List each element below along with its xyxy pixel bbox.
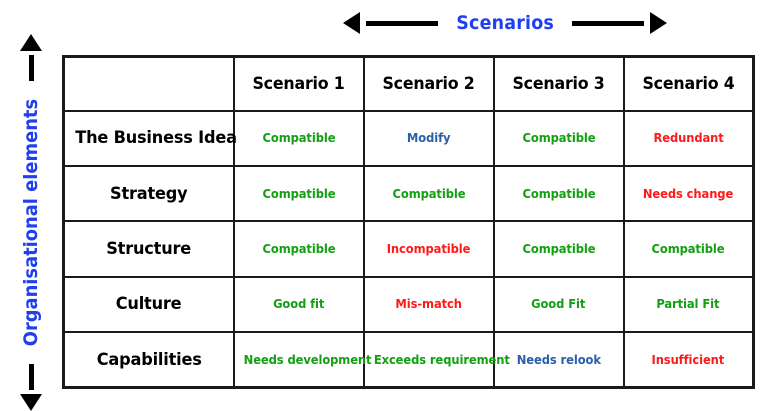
cell-value: Compatible [522,241,595,256]
arrow-up-shaft [28,54,34,81]
matrix-header-row: Scenario 1 Scenario 2 Scenario 3 Scenari… [62,55,755,112]
arrow-right-shaft [572,20,645,26]
arrow-down-shaft [28,364,34,391]
cell-culture-scenario-2: Mis-match [362,275,495,334]
arrow-left-icon [342,12,360,34]
scenarios-axis-label: Scenarios [456,12,554,34]
column-header-scenario-1-label: Scenario 1 [252,73,345,94]
row-label-text: Strategy [110,183,188,204]
matrix-corner-cell [62,55,235,112]
cell-value: Exceeds requirement [373,352,510,367]
cell-structure-scenario-1: Compatible [232,220,365,278]
table-row: Strategy Compatible Compatible Compatibl… [62,164,755,223]
cell-business-idea-scenario-4: Redundant [622,109,755,167]
cell-value: Insufficient [651,352,725,367]
row-label-text: Structure [106,238,192,259]
column-header-scenario-4: Scenario 4 [622,55,755,112]
column-header-scenario-4-label: Scenario 4 [642,73,735,94]
cell-value: Compatible [651,241,725,256]
scenarios-axis: Scenarios [330,2,680,44]
cell-business-idea-scenario-2: Modify [362,109,495,167]
table-row: Culture Good fit Mis-match Good Fit Part… [62,275,755,334]
cell-capabilities-scenario-4: Insufficient [622,331,755,389]
table-row: Structure Compatible Incompatible Compat… [62,220,755,278]
row-label-the-business-idea: The Business Idea [62,109,237,167]
row-label-culture: Culture [62,275,235,334]
column-header-scenario-2-label: Scenario 2 [382,73,475,94]
column-header-scenario-3: Scenario 3 [492,55,625,112]
cell-value: Needs change [643,186,734,201]
cell-business-idea-scenario-1: Compatible [232,109,365,167]
cell-structure-scenario-3: Compatible [492,220,625,278]
arrow-left-shaft [365,20,438,26]
cell-value: Compatible [392,186,465,201]
cell-structure-scenario-4: Compatible [622,220,755,278]
cell-value: Needs development [243,352,371,367]
cell-value: Modify [406,131,451,146]
cell-value: Good Fit [531,297,586,312]
row-label-capabilities: Capabilities [62,331,235,389]
row-label-text: Culture [115,294,182,315]
cell-business-idea-scenario-3: Compatible [492,109,625,167]
cell-value: Compatible [522,131,595,146]
cell-value: Mis-match [395,297,462,312]
cell-culture-scenario-4: Partial Fit [622,275,755,334]
cell-value: Partial Fit [656,297,720,312]
row-label-text: Capabilities [96,349,202,370]
cell-capabilities-scenario-3: Needs relook [492,331,625,389]
cell-capabilities-scenario-2: Exceeds requirement [362,331,509,389]
cell-value: Good fit [272,297,325,312]
organisational-elements-axis-label: Organisational elements [20,98,42,347]
organisational-elements-axis: Organisational elements [4,33,58,411]
cell-strategy-scenario-3: Compatible [492,164,625,223]
arrow-down-icon [20,394,42,411]
cell-capabilities-scenario-1: Needs development [232,331,371,389]
scenario-matrix: Scenario 1 Scenario 2 Scenario 3 Scenari… [62,55,755,389]
row-label-text: The Business Idea [75,128,237,149]
row-label-structure: Structure [62,220,235,278]
cell-value: Compatible [262,186,335,201]
row-label-strategy: Strategy [62,164,235,223]
column-header-scenario-3-label: Scenario 3 [512,73,605,94]
cell-strategy-scenario-4: Needs change [622,164,755,223]
cell-culture-scenario-3: Good Fit [492,275,625,334]
cell-value: Needs relook [516,352,601,367]
cell-strategy-scenario-2: Compatible [362,164,495,223]
column-header-scenario-2: Scenario 2 [362,55,495,112]
cell-value: Incompatible [386,241,471,256]
arrow-right-icon [650,12,668,34]
cell-value: Compatible [522,186,595,201]
cell-culture-scenario-1: Good fit [232,275,365,334]
arrow-up-icon [20,33,42,51]
cell-value: Compatible [262,241,335,256]
table-row: Capabilities Needs development Exceeds r… [62,331,755,389]
scenario-matrix-table: Scenario 1 Scenario 2 Scenario 3 Scenari… [62,55,755,389]
cell-value: Compatible [262,131,335,146]
column-header-scenario-1: Scenario 1 [232,55,365,112]
cell-strategy-scenario-1: Compatible [232,164,365,223]
cell-structure-scenario-2: Incompatible [362,220,495,278]
table-row: The Business Idea Compatible Modify Comp… [62,109,755,167]
cell-value: Redundant [653,131,724,146]
